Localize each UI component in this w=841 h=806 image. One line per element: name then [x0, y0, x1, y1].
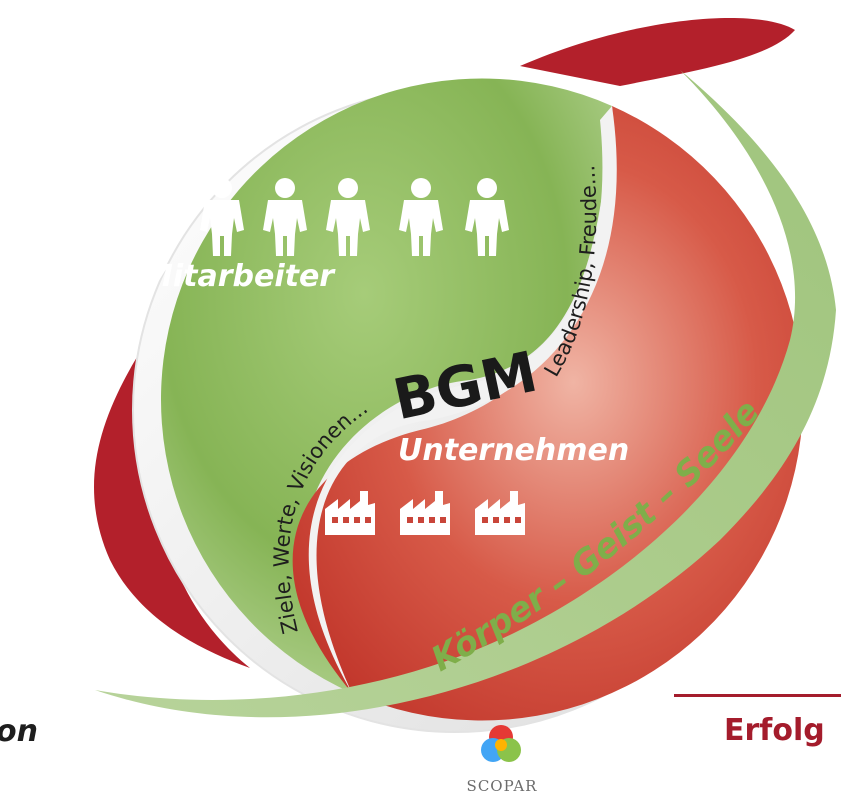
right-caption: Erfolg	[724, 713, 825, 748]
brand-name: SCOPAR	[466, 777, 538, 795]
bgm-band	[308, 106, 617, 693]
scopar-logo-icon	[481, 725, 521, 762]
company-label: Unternehmen	[398, 433, 629, 468]
red-swoosh-top	[520, 17, 795, 86]
left-caption: on	[0, 714, 38, 749]
caption-divider	[674, 694, 841, 697]
employees-segment	[160, 78, 612, 693]
employees-label: Mitarbeiter	[143, 259, 336, 294]
green-ribbon	[95, 70, 836, 718]
